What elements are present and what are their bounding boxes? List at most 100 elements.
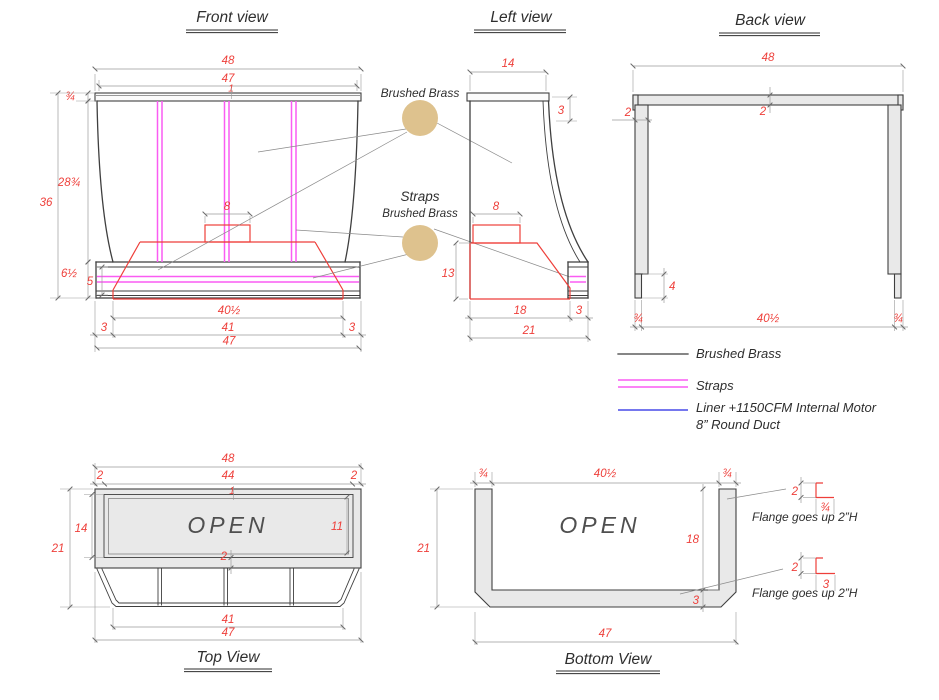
legend: Brushed Brass Straps Liner +1150CFM Inte… [617, 346, 877, 432]
dim-tick [110, 315, 116, 321]
left-foot-band [567, 261, 589, 299]
dim-left-crown-drop: 3 [558, 105, 565, 117]
dim-top-14: 14 [75, 523, 88, 535]
dim-tick [358, 481, 364, 487]
dim-front-47-top: 47 [222, 73, 235, 85]
dim-front-body-height: 28¾ [57, 177, 81, 189]
dim-tick [89, 554, 95, 561]
dim-tick [340, 315, 346, 321]
bottom-dimensions: ¾ 40½ ¾ 21 18 3 47 [416, 468, 741, 645]
dim-tick [101, 481, 108, 487]
dim-tick [733, 639, 739, 645]
dim-back-foot-right: ¾ [893, 313, 903, 325]
dim-front-strap-band: 5 [87, 276, 94, 288]
front-liner-outline [112, 224, 344, 300]
dim-top-lip: 1 [229, 486, 235, 497]
legend-swatch-straps [618, 379, 688, 388]
back-view: Back view 48 2 2 4 ¾ 40½ [612, 12, 908, 331]
dim-top-2-left: 2 [96, 470, 104, 482]
dim-top-48: 48 [222, 453, 235, 465]
dim-front-47-bottom: 47 [223, 336, 236, 348]
dim-tick [85, 259, 91, 265]
dim-tick [467, 335, 473, 341]
dim-back-span: 40½ [757, 313, 780, 325]
dim-tick [96, 83, 102, 89]
dim-tick [99, 264, 105, 270]
dim-bottom-47: 47 [599, 628, 612, 640]
flange-detail-2: 2 3 Flange goes up 2”H [679, 552, 858, 600]
dim-flange2-width: 3 [823, 579, 830, 591]
dim-tick [358, 332, 364, 338]
dim-tick [354, 83, 360, 89]
top-open-label: OPEN [187, 512, 268, 538]
dim-tick [630, 63, 636, 69]
dim-tick [891, 324, 898, 330]
dim-tick [202, 211, 208, 217]
dim-tick [92, 66, 98, 72]
dim-bottom-span: 40½ [594, 468, 617, 480]
dim-tick [453, 240, 459, 246]
dim-tick [228, 554, 234, 561]
dim-front-total-height: 36 [40, 197, 53, 209]
left-duct [472, 224, 521, 244]
callout-circle-brushed-brass [402, 100, 438, 136]
front-view-title: Front view [196, 9, 269, 26]
top-skirt [96, 568, 360, 607]
legend-label-liner: Liner +1150CFM Internal Motor [696, 400, 877, 415]
dim-tick [567, 118, 573, 124]
front-crown [94, 92, 362, 102]
dim-bottom-slab: 3 [693, 595, 700, 607]
dim-tick [110, 332, 116, 338]
left-curve-inner [542, 100, 581, 263]
left-view-title: Left view [490, 9, 553, 26]
dim-tick [632, 117, 638, 123]
left-view: Left view 14 3 [442, 9, 593, 342]
dim-tick [700, 604, 706, 610]
dim-front-3-left: 3 [101, 322, 108, 334]
legend-label-brushed-brass: Brushed Brass [696, 346, 782, 361]
dim-back-side: 2 [624, 107, 632, 119]
dim-tick [467, 69, 473, 75]
dim-left-3: 3 [576, 305, 583, 317]
dim-top-11: 11 [331, 521, 343, 533]
flange2-note: Flange goes up 2”H [752, 586, 858, 600]
dim-tick [85, 98, 91, 104]
dim-front-1: 1 [228, 84, 234, 95]
callout-brushed-brass-label: Brushed Brass [381, 86, 460, 100]
dim-tick [716, 480, 722, 486]
dim-tick [585, 335, 591, 341]
dim-tick [434, 486, 440, 492]
dim-tick [340, 624, 346, 630]
top-view: OPEN 48 2 44 2 1 21 14 11 [51, 453, 366, 673]
front-left-curve [96, 100, 114, 263]
dim-bottom-21: 21 [416, 543, 430, 555]
dim-front-duct: 8 [224, 201, 231, 213]
dim-tick [798, 555, 804, 561]
dim-tick [567, 94, 573, 100]
dim-tick [92, 637, 98, 643]
left-dimensions: 14 3 8 13 18 3 21 [442, 58, 593, 342]
dim-tick [358, 637, 364, 643]
dim-front-3-right: 3 [349, 322, 356, 334]
dim-tick [900, 63, 906, 69]
bottom-u-shape [474, 488, 737, 608]
front-duct [204, 224, 251, 243]
dim-tick [543, 69, 549, 75]
legend-label-liner-2: 8” Round Duct [696, 417, 781, 432]
dim-tick [356, 345, 362, 351]
dim-tick [89, 491, 95, 498]
dim-tick [349, 481, 356, 487]
dim-left-21: 21 [522, 325, 536, 337]
dim-tick [67, 486, 73, 492]
flange-detail-1: 2 ¾ Flange goes up 2”H [726, 477, 858, 524]
dim-left-liner-height: 13 [442, 268, 455, 280]
dim-tick [94, 345, 100, 351]
dim-back-width: 48 [762, 52, 775, 64]
dim-front-48: 48 [222, 55, 235, 67]
dim-tick [99, 292, 105, 298]
callouts: Brushed Brass Straps Brushed Brass [157, 86, 571, 279]
dim-tick [632, 324, 638, 330]
dim-flange1-height: 2 [791, 486, 799, 498]
